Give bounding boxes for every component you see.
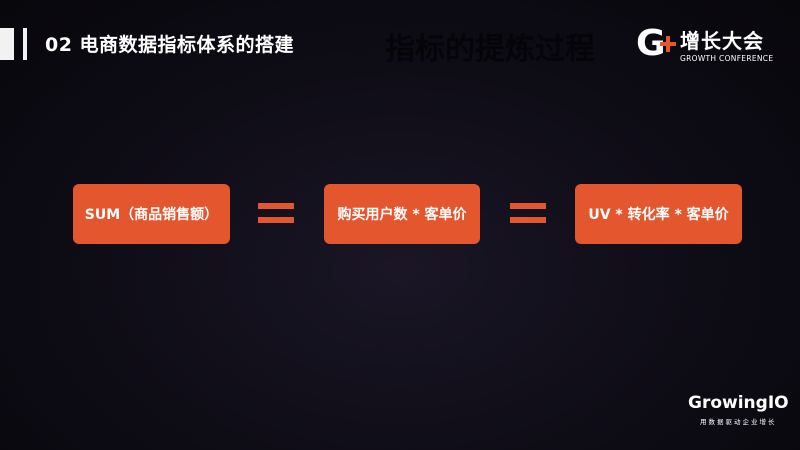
formula-box-users: 购买用户数 * 客单价 <box>324 184 480 244</box>
formula-box-uv: UV * 转化率 * 客单价 <box>575 184 742 244</box>
g-plus-icon: G <box>636 26 676 62</box>
growingio-logo: GrowingIO 用数据驱动企业增长 <box>688 393 789 426</box>
logo-name-cn: 增长大会 <box>680 29 764 53</box>
growth-conference-logo: G 增长大会 GROWTH CONFERENCE <box>636 25 774 64</box>
equals-icon <box>258 203 294 223</box>
brand-name: GrowingIO <box>688 393 789 413</box>
brand-slogan: 用数据驱动企业增长 <box>700 418 777 426</box>
equals-icon <box>510 203 546 223</box>
logo-name-en: GROWTH CONFERENCE <box>680 54 774 63</box>
header-accent-block <box>0 28 14 60</box>
plus-icon <box>660 36 676 52</box>
page-title: 02 电商数据指标体系的搭建 <box>45 34 295 56</box>
formula-box-sum: SUM（商品销售额） <box>73 184 230 244</box>
ghost-title: 指标的提炼过程 <box>385 32 595 67</box>
header-accent-line <box>23 28 27 60</box>
